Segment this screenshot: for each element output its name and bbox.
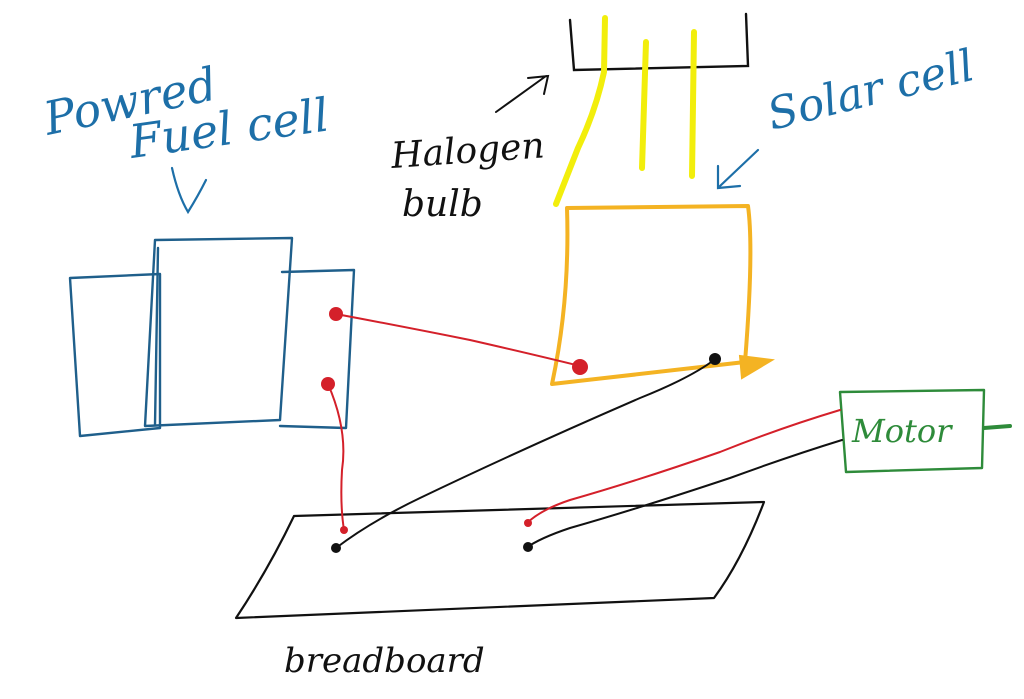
fuel-cell-terminal-bottom <box>321 377 335 391</box>
solar-cell <box>550 204 775 386</box>
halogen-label-line2: bulb <box>402 184 483 225</box>
halogen-bulb <box>553 12 750 207</box>
breadboard-label: breadboard <box>284 641 485 681</box>
solar-cell-terminal-black <box>709 353 721 365</box>
motor: Motor <box>838 388 1012 474</box>
light-beam-right <box>689 29 697 179</box>
breadboard-black-node-middle <box>523 542 533 552</box>
breadboard-red-node-left <box>340 526 348 534</box>
fuel-cell-terminal-top <box>329 307 343 321</box>
wire-motor-black <box>525 439 843 549</box>
wire-fuel-to-solar <box>335 313 581 367</box>
motor-shaft <box>982 424 1012 430</box>
breadboard-outline <box>234 500 766 620</box>
breadboard: breadboard <box>234 500 766 681</box>
halogen-bulb-housing <box>568 12 750 72</box>
fuel-cell-left-panel <box>68 272 162 438</box>
fuel-cell-arrow <box>170 166 208 215</box>
wire-fuel-to-breadboard <box>327 383 345 531</box>
fuel-cell-right-panel <box>278 268 356 430</box>
solar-cell-terminal-red <box>572 359 588 375</box>
solar-cell-frame <box>550 204 753 386</box>
fuel-cell <box>68 236 356 438</box>
breadboard-black-node-left <box>331 543 341 553</box>
halogen-arrow <box>495 74 550 113</box>
breadboard-red-node-middle <box>524 519 532 527</box>
motor-box <box>838 388 986 474</box>
solar-cell-arrow <box>716 148 760 190</box>
halogen-label-line1: Halogen <box>389 125 546 177</box>
light-beam-middle <box>639 39 649 171</box>
halogen-label: Halogen bulb <box>389 125 546 225</box>
terminals <box>321 307 721 553</box>
light-beam-left <box>553 15 608 207</box>
solar-cell-corner-tab <box>738 354 775 380</box>
fuel-cell-center-panel <box>143 236 294 428</box>
fuel-cell-label: Powred Fuel cell <box>38 57 332 169</box>
wire-motor-red <box>525 409 841 525</box>
fuel-cell-divider <box>153 246 160 427</box>
wire-solar-to-breadboard <box>335 359 715 549</box>
solar-cell-label: Solar cell <box>762 40 979 140</box>
wires <box>327 313 843 549</box>
motor-label: Motor <box>851 412 953 450</box>
